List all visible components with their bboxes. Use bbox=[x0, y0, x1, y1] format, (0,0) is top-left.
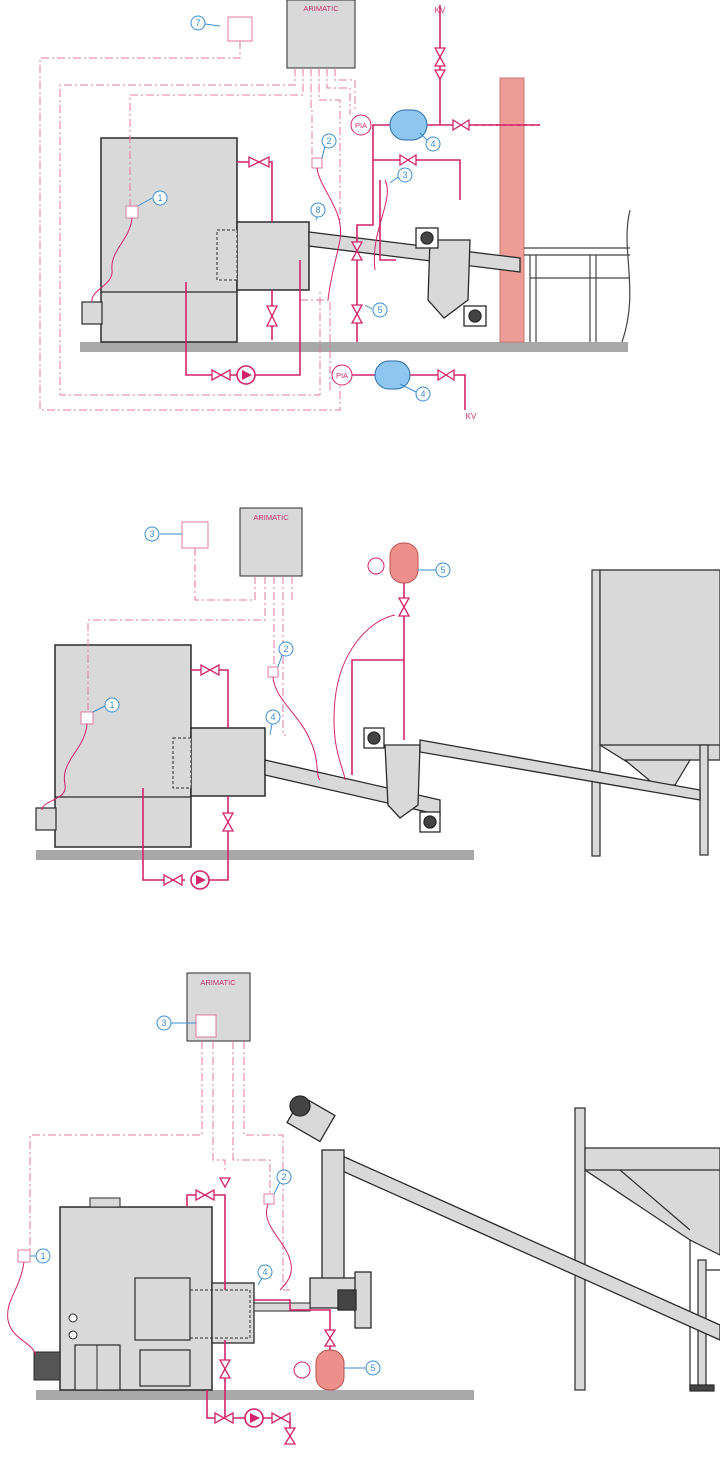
callout-3-3: 3 bbox=[161, 1018, 166, 1028]
signal-lines-1 bbox=[39, 41, 356, 411]
arimatic-controller-1 bbox=[286, 0, 356, 69]
box-7 bbox=[227, 16, 253, 42]
box-3-diagram3 bbox=[195, 1014, 217, 1038]
pia-bottom bbox=[331, 364, 353, 386]
silo-frame-1 bbox=[524, 209, 631, 343]
gauge-3 bbox=[293, 1361, 311, 1379]
feed-screw-2 bbox=[264, 727, 701, 833]
arimatic-label-3: ARIMATIC bbox=[200, 978, 236, 987]
burner-2 bbox=[190, 727, 266, 797]
sensor-2-box bbox=[311, 157, 323, 169]
pia-top-label: PIA bbox=[355, 121, 367, 130]
floor-3 bbox=[36, 1390, 474, 1400]
callout-1-4b: 4 bbox=[420, 389, 425, 399]
valves-1 bbox=[211, 47, 470, 382]
chimney bbox=[499, 77, 525, 343]
arimatic-label-1: ARIMATIC bbox=[303, 4, 339, 13]
sensor-1-box bbox=[125, 205, 139, 219]
callout-3-5: 5 bbox=[370, 1363, 375, 1373]
boiler-2 bbox=[54, 644, 192, 848]
floor-1 bbox=[80, 342, 628, 352]
callout-1-3: 3 bbox=[402, 170, 407, 180]
arimatic-controller-2 bbox=[239, 507, 303, 577]
arimatic-label-2: ARIMATIC bbox=[253, 513, 289, 522]
pia-bottom-label: PIA bbox=[336, 371, 348, 380]
callout-1-7: 7 bbox=[195, 18, 200, 28]
tank-blue-top bbox=[389, 109, 428, 141]
floor-2 bbox=[36, 850, 474, 860]
boiler-1-ash-door bbox=[81, 301, 103, 325]
callout-2-3: 3 bbox=[149, 529, 154, 539]
callout-1-1: 1 bbox=[157, 193, 162, 203]
gauge-2 bbox=[367, 557, 385, 575]
burner-3 bbox=[211, 1282, 255, 1344]
box-3-diagram2 bbox=[181, 521, 209, 549]
tank-red-2 bbox=[389, 542, 419, 584]
callouts-2 bbox=[92, 526, 451, 736]
burner-1 bbox=[236, 221, 310, 291]
callout-3-2: 2 bbox=[281, 1172, 286, 1182]
callout-2-5: 5 bbox=[440, 565, 445, 575]
callouts-1 bbox=[137, 15, 441, 402]
callout-1-5: 5 bbox=[377, 305, 382, 315]
diagram-2: ARIMATIC bbox=[35, 507, 720, 890]
callout-2-2: 2 bbox=[283, 644, 288, 654]
feed-screw-1 bbox=[308, 227, 521, 327]
diagram-3: ARIMATIC bbox=[7, 972, 720, 1445]
signal-lines-3 bbox=[29, 1041, 290, 1291]
callout-3-1: 1 bbox=[40, 1251, 45, 1261]
callout-1-4: 4 bbox=[430, 139, 435, 149]
callout-2-1: 1 bbox=[109, 700, 114, 710]
kv-top-label: KV bbox=[435, 6, 446, 15]
tank-red-3 bbox=[315, 1349, 345, 1391]
callout-1-2: 2 bbox=[326, 136, 331, 146]
silo-3 bbox=[574, 1107, 720, 1392]
callouts-3 bbox=[30, 1015, 381, 1376]
boiler-1 bbox=[100, 137, 238, 343]
pia-top bbox=[350, 114, 372, 136]
signal-lines-2 bbox=[87, 548, 293, 736]
tank-blue-bottom bbox=[374, 360, 411, 390]
feed-screw-3 bbox=[286, 1095, 720, 1341]
kv-bottom-label: KV bbox=[466, 412, 477, 421]
callout-3-4: 4 bbox=[262, 1267, 267, 1277]
callout-1-8: 8 bbox=[315, 205, 320, 215]
callout-2-4: 4 bbox=[270, 712, 275, 722]
diagram-1: ARIMATIC bbox=[39, 0, 631, 421]
silo-2 bbox=[591, 569, 720, 857]
